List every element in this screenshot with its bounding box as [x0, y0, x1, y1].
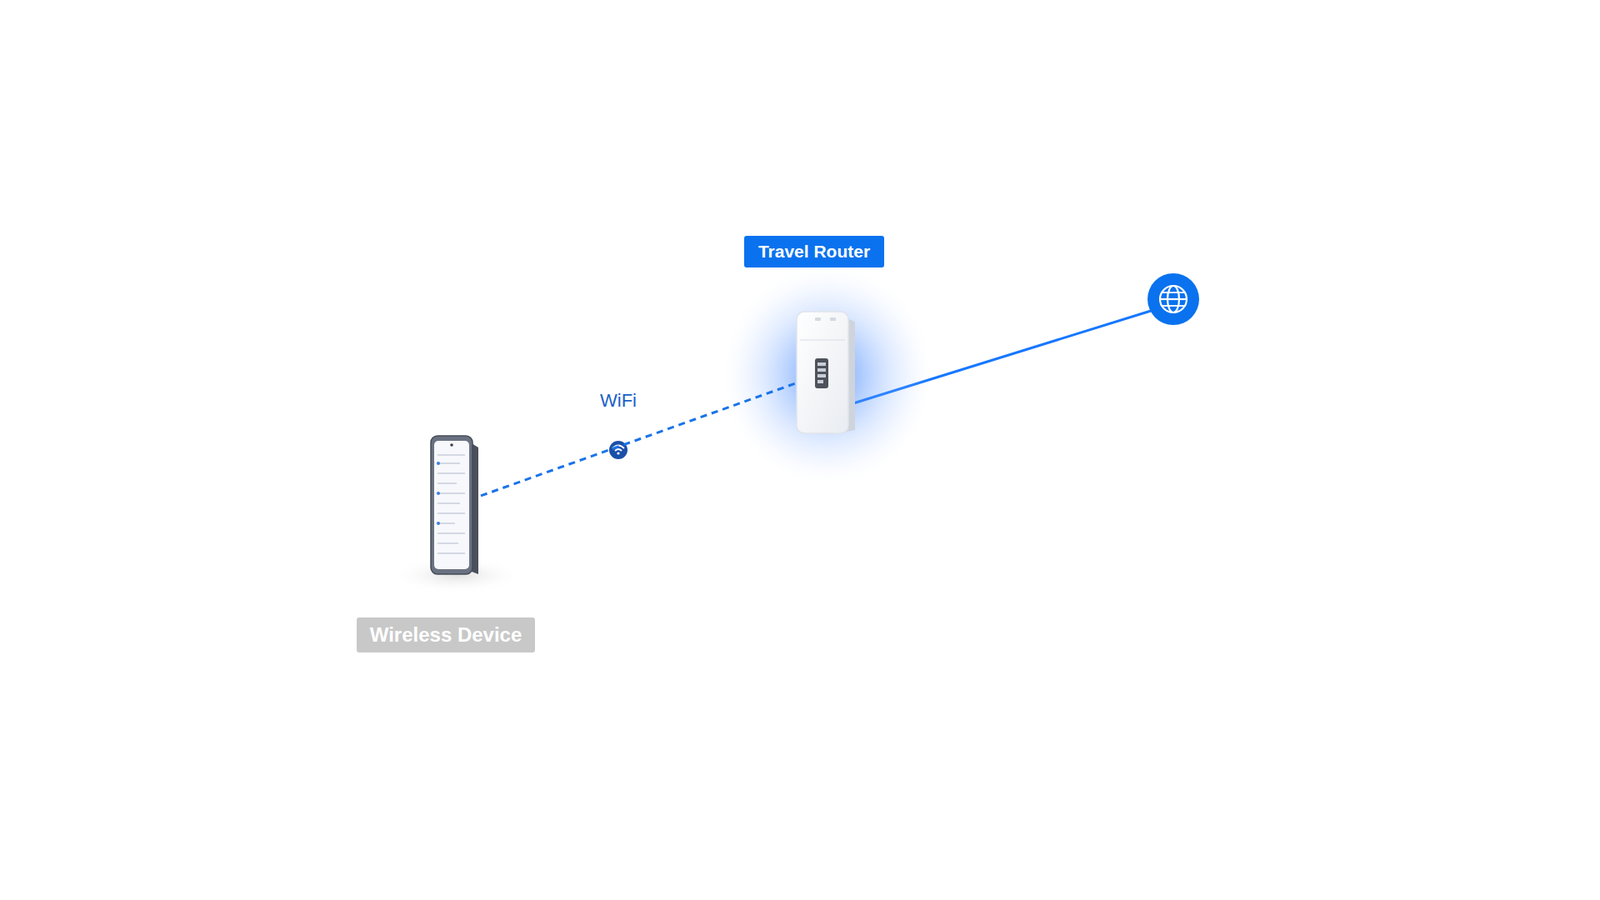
device-node: Wireless Device	[429, 434, 481, 576]
phone-symbol	[430, 435, 479, 575]
router-symbol	[796, 311, 855, 434]
router-node: Travel Router	[795, 310, 856, 435]
device-label: Wireless Device	[356, 617, 536, 653]
router-label: Travel Router	[744, 235, 885, 268]
link-label: WiFi	[597, 390, 640, 411]
internet-globe	[1147, 273, 1200, 325]
router-glow	[723, 266, 932, 484]
wifi-link	[480, 383, 796, 496]
